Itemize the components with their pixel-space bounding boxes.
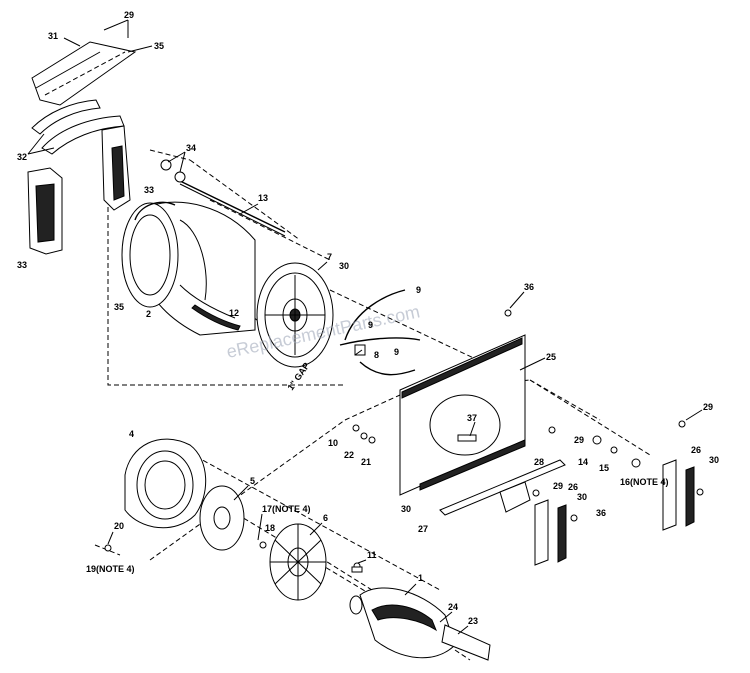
callout-28: 28 xyxy=(534,457,544,467)
wire-harness-9 xyxy=(339,289,421,376)
callout-25: 25 xyxy=(546,352,556,362)
through-bolt-13 xyxy=(177,179,286,237)
callout-32: 32 xyxy=(17,152,27,162)
key-11 xyxy=(351,566,363,573)
mesh-screen-33-upper xyxy=(101,125,131,211)
callout-31: 31 xyxy=(48,31,58,41)
callout-19-note4: 19(NOTE 4) xyxy=(86,564,135,574)
callout-37: 37 xyxy=(467,413,477,423)
cooling-fan-6 xyxy=(269,523,327,601)
callout-26-right: 26 xyxy=(691,445,701,455)
callout-26-low: 26 xyxy=(568,482,578,492)
callout-29-right: 29 xyxy=(703,402,713,412)
callout-5: 5 xyxy=(250,476,255,486)
callout-11: 11 xyxy=(367,550,377,560)
callout-35-top: 35 xyxy=(154,41,164,51)
callout-29-top: 29 xyxy=(124,10,134,20)
mounting-bracket-27 xyxy=(439,459,566,516)
nut-34 xyxy=(160,159,186,183)
callout-34: 34 xyxy=(186,143,196,153)
callout-30-top: 30 xyxy=(339,261,349,271)
callout-18: 18 xyxy=(265,523,275,533)
callout-9-mid: 9 xyxy=(368,320,373,330)
callout-7: 7 xyxy=(327,252,332,262)
callout-36-top: 36 xyxy=(524,282,534,292)
leader-lines xyxy=(27,19,703,635)
callout-20: 20 xyxy=(114,521,124,531)
stator-housing-2 xyxy=(121,201,256,336)
callout-4: 4 xyxy=(129,429,134,439)
callout-36-low: 36 xyxy=(596,508,606,518)
callout-16-note4: 16(NOTE 4) xyxy=(620,477,669,487)
control-panel-25 xyxy=(399,334,526,496)
rear-bearing-carrier-7 xyxy=(256,262,334,368)
engine-adapter-4 xyxy=(124,438,207,529)
callout-2: 2 xyxy=(146,309,151,319)
callout-21: 21 xyxy=(361,457,371,467)
callout-10: 10 xyxy=(328,438,338,448)
side-bracket-26-right xyxy=(662,459,695,531)
callout-33-left: 33 xyxy=(17,260,27,270)
callout-30-low: 30 xyxy=(577,492,587,502)
curved-screen-32 xyxy=(31,99,125,155)
callout-6: 6 xyxy=(323,513,328,523)
callout-33-mid: 33 xyxy=(144,185,154,195)
callout-9-low: 9 xyxy=(394,347,399,357)
callout-12: 12 xyxy=(229,308,239,318)
callout-17-note4: 17(NOTE 4) xyxy=(262,504,311,514)
side-bracket-26-lower xyxy=(534,499,567,566)
rotor-1 xyxy=(349,587,491,661)
callout-24: 24 xyxy=(448,602,458,612)
callout-29-mid: 29 xyxy=(574,435,584,445)
callout-29-low: 29 xyxy=(553,481,563,491)
callout-14: 14 xyxy=(578,457,588,467)
callout-23: 23 xyxy=(468,616,478,626)
callout-30-left: 30 xyxy=(401,504,411,514)
flex-plate-5 xyxy=(199,485,245,551)
callout-13: 13 xyxy=(258,193,268,203)
hardware-screws xyxy=(104,309,704,570)
callout-27: 27 xyxy=(418,524,428,534)
callout-30-right: 30 xyxy=(709,455,719,465)
callout-1: 1 xyxy=(418,573,423,583)
callout-22: 22 xyxy=(344,450,354,460)
end-bracket-cover-31 xyxy=(31,41,137,106)
callout-8: 8 xyxy=(374,350,379,360)
callout-35-left: 35 xyxy=(114,302,124,312)
terminal-plate-28 xyxy=(499,481,531,513)
callout-15: 15 xyxy=(599,463,609,473)
callout-9-top: 9 xyxy=(416,285,421,295)
mesh-screen-33-left xyxy=(27,167,63,255)
